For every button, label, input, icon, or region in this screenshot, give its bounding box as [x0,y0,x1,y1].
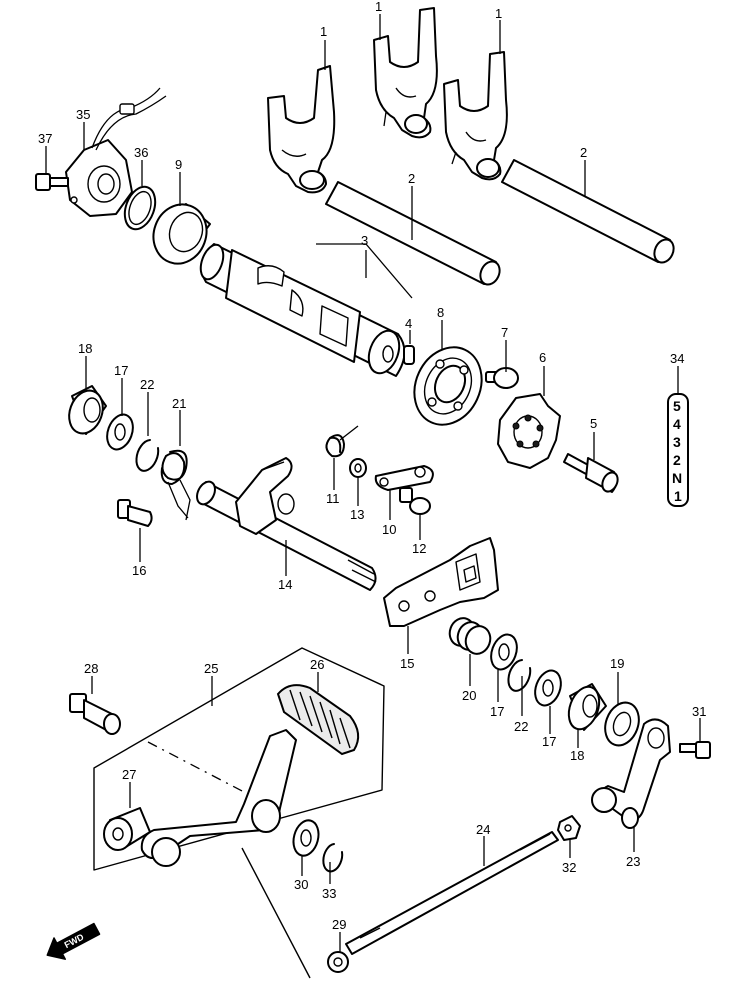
callout-32: 32 [562,860,576,875]
fork-shaft-left [325,181,501,286]
gearshift-cam [199,243,406,377]
spring-20 [448,617,492,655]
gear-label-1: 1 [674,488,682,504]
callout-3: 3 [361,233,368,248]
callout-30: 30 [294,877,308,892]
bushing-18-upper [68,385,107,435]
washer-30 [292,819,320,857]
callout-37: 37 [38,131,52,146]
needle-bearing-9 [152,203,211,265]
callout-4: 4 [405,316,412,331]
callout-2: 2 [408,171,415,186]
gearshift-arm-plate [383,537,499,627]
callout-20: 20 [462,688,476,703]
circlip-22-lower [507,659,532,692]
callout-29: 29 [332,917,346,932]
callout-24: 24 [476,822,490,837]
cam-stopper-plate [497,393,561,469]
callout-12: 12 [412,541,426,556]
callout-26: 26 [310,657,324,672]
washer-17-mid [490,633,518,671]
gear-indicator-labels: 5 4 3 2 N 1 [672,398,682,504]
shift-rod-24 [345,831,559,955]
washer-17-lower [534,669,562,707]
shift-fork-left [267,65,336,194]
nut-32 [557,815,581,841]
callout-8: 8 [437,305,444,320]
callout-33: 33 [322,886,336,901]
nut-29 [327,951,349,973]
callout-labels: 1 1 1 2 2 3 4 5 6 7 8 9 10 11 12 13 14 1… [38,0,706,932]
gear-label-n: N [672,470,682,486]
callout-27: 27 [122,767,136,782]
washer-13 [349,458,367,478]
callout-25: 25 [204,661,218,676]
callout-15: 15 [400,656,414,671]
callout-1: 1 [495,6,502,21]
pawl-plate-10 [374,465,434,491]
gear-label-5: 5 [673,398,681,414]
callout-5: 5 [590,416,597,431]
bolt-16 [117,499,153,527]
gear-label-2: 2 [673,452,681,468]
callout-1: 1 [320,24,327,39]
bolt-37 [35,173,69,191]
callout-13: 13 [350,507,364,522]
gear-label-4: 4 [673,416,681,432]
washer-17-upper [106,413,134,451]
callout-31: 31 [692,704,706,719]
callout-23: 23 [626,854,640,869]
callout-35: 35 [76,107,90,122]
gearshift-link-arm [591,718,671,829]
callout-21: 21 [172,396,186,411]
bolt-7 [485,367,519,389]
callout-22: 22 [514,719,528,734]
pedal-rubber-26 [276,684,360,756]
callout-10: 10 [382,522,396,537]
pedal-assembly-frame [93,647,385,979]
spring-11 [325,425,359,458]
callout-14: 14 [278,577,292,592]
callout-36: 36 [134,145,148,160]
callout-17: 17 [114,363,128,378]
bolt-28 [69,693,121,735]
shift-fork-middle [373,7,438,139]
fwd-arrow-icon: FWD [46,922,101,960]
callout-9: 9 [175,157,182,172]
callout-17: 17 [490,704,504,719]
circlip-33 [322,843,344,873]
return-spring-21 [160,449,191,521]
gearshift-shaft [196,457,377,591]
callout-7: 7 [501,325,508,340]
o-ring-36 [123,185,157,231]
callout-16: 16 [132,563,146,578]
cam-pin [403,345,415,365]
gearshift-pedal [140,729,297,867]
callout-17: 17 [542,734,556,749]
circlip-22-upper [135,439,160,472]
callout-18: 18 [78,341,92,356]
callout-19: 19 [610,656,624,671]
callout-34: 34 [670,351,684,366]
cam-bearing-large [413,346,483,426]
bushing-18-lower [567,683,607,731]
callout-28: 28 [84,661,98,676]
callout-22: 22 [140,377,154,392]
pivot-27 [103,807,151,851]
oil-seal-19 [604,701,640,747]
gear-label-3: 3 [673,434,681,450]
shift-fork-right [443,51,508,181]
bolt-12 [399,487,431,515]
leader-lines [45,14,701,952]
fork-shaft-right [501,159,675,264]
stopper-pin [563,453,619,493]
callout-6: 6 [539,350,546,365]
callout-11: 11 [326,491,340,506]
callout-18: 18 [570,748,584,763]
callout-2: 2 [580,145,587,160]
bolt-31 [679,741,711,759]
callout-1: 1 [375,0,382,14]
